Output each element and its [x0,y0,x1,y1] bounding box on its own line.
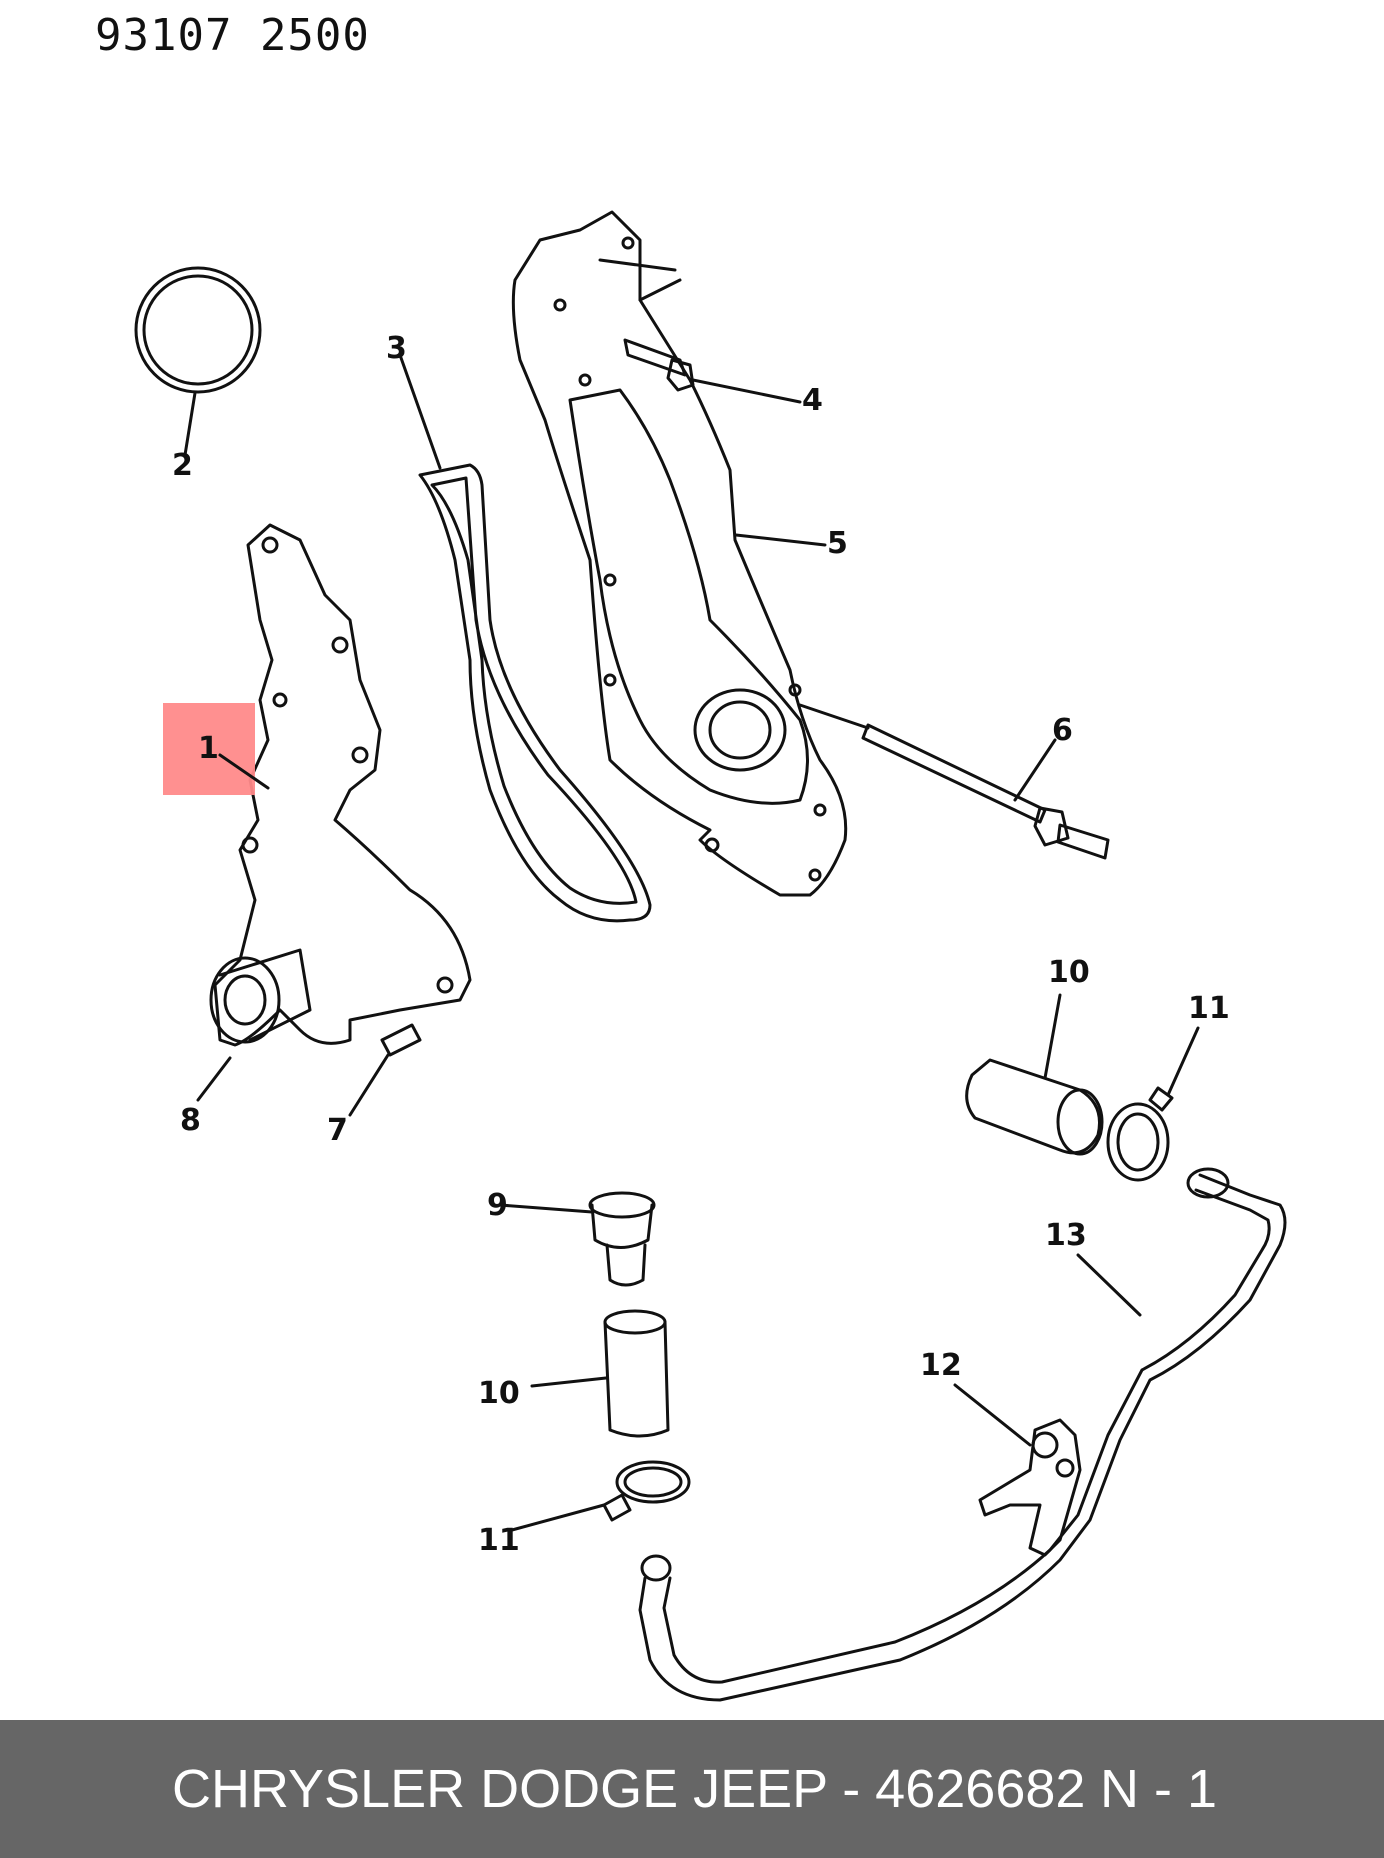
bolt-part [623,338,802,404]
callout-3: 3 [386,331,407,366]
callout-12: 12 [920,1348,962,1383]
callout-4: 4 [802,383,823,418]
footer-bar: CHRYSLER DODGE JEEP - 4626682 N - 1 [0,1720,1384,1858]
stud-part [798,703,1110,860]
callout-1: 1 [198,731,219,766]
callout-6: 6 [1052,713,1073,748]
callout-11b: 11 [478,1523,520,1558]
callout-7: 7 [327,1113,348,1148]
callout-5: 5 [827,526,848,561]
callout-8: 8 [180,1103,201,1138]
clamp-upper-part [1106,1026,1200,1182]
footer-page-ref: N - 1 [1100,1759,1218,1819]
callout-9: 9 [487,1188,508,1223]
gasket-part [398,353,652,923]
callout-10a: 10 [1048,955,1090,990]
callout-11a: 11 [1188,991,1230,1026]
diagram-code: 93107 2500 [95,10,370,61]
water-pump-part [196,523,472,1102]
callout-10b: 10 [478,1376,520,1411]
o-ring-part [134,266,262,457]
footer-part-title: CHRYSLER DODGE JEEP - 4626682 [172,1759,1086,1819]
bracket-part [953,1383,1082,1557]
coolant-tube-part [638,1167,1287,1702]
callout-2: 2 [172,448,193,483]
parts-diagram: 1 2 3 4 5 6 7 8 9 10 10 11 11 12 13 [134,210,1287,1702]
hose-lower-part [530,1309,670,1438]
small-bolt-part [348,1023,422,1117]
hose-upper-part [965,993,1104,1156]
clamp-lower-part [510,1460,691,1532]
callout-13: 13 [1045,1218,1087,1253]
callout-1-highlight [163,703,255,795]
fitting-part [498,1191,656,1287]
front-cover-part [511,210,848,897]
